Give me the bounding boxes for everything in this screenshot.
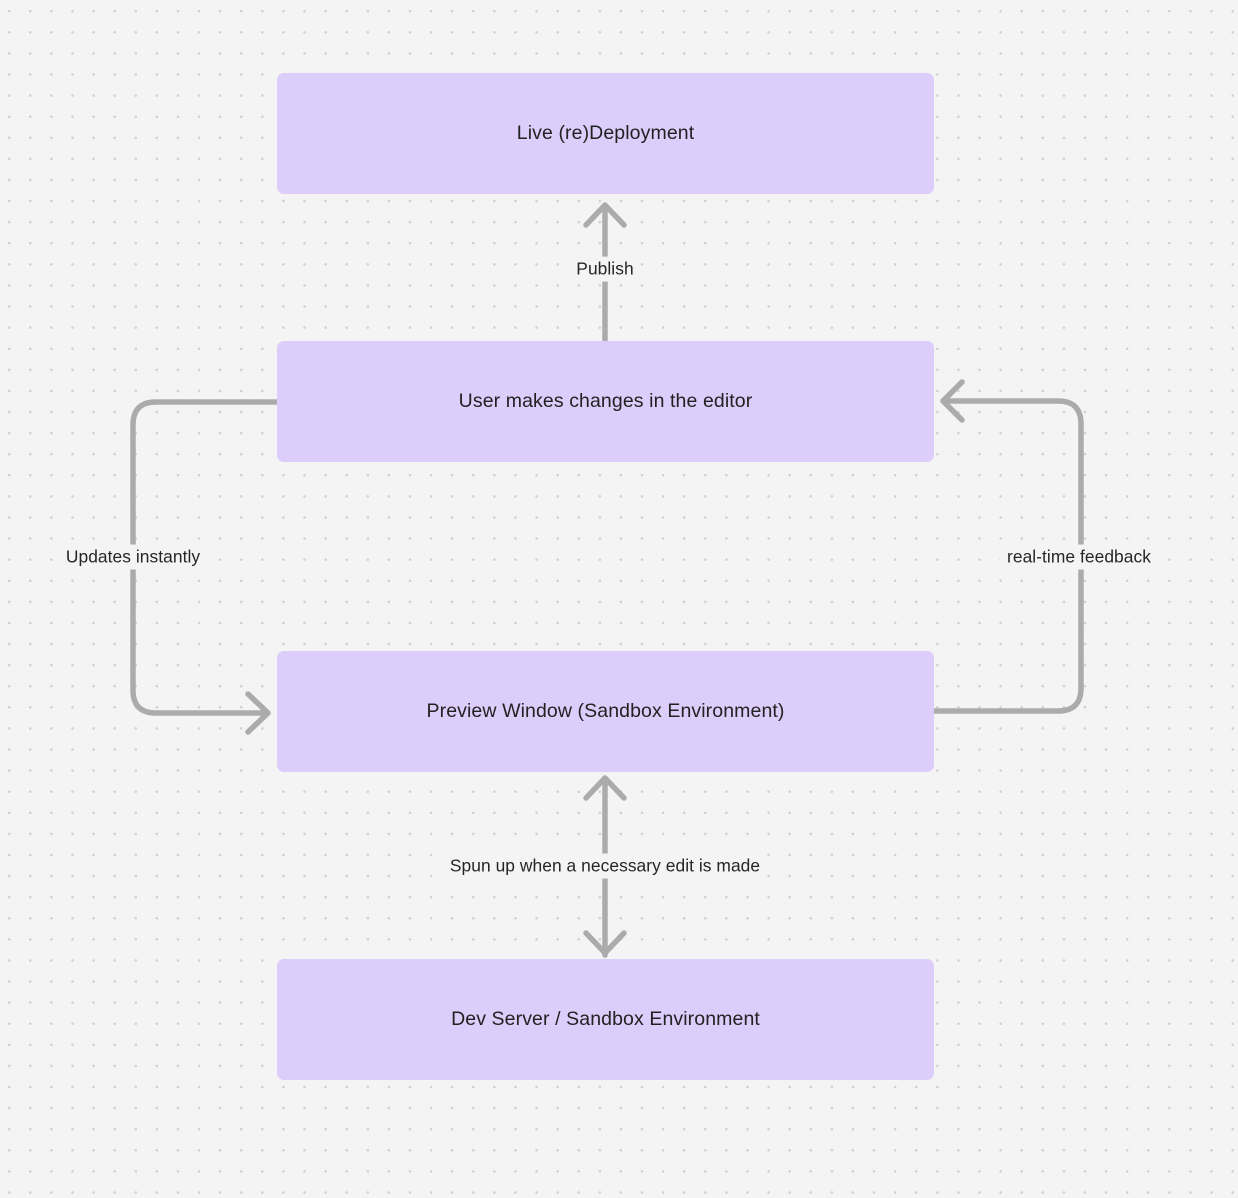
node-user-edits[interactable]: User makes changes in the editor — [277, 341, 934, 462]
node-dev-server-label: Dev Server / Sandbox Environment — [451, 1008, 760, 1031]
edge-label-spun-up: Spun up when a necessary edit is made — [442, 853, 768, 879]
node-live-deployment-label: Live (re)Deployment — [516, 122, 695, 145]
arrowhead-right-icon — [245, 691, 271, 735]
arrowhead-up-icon — [583, 202, 627, 228]
edge-label-publish: Publish — [569, 256, 641, 282]
arrowhead-left-icon — [940, 379, 965, 423]
arrowhead-down-icon — [583, 930, 627, 956]
node-preview-window[interactable]: Preview Window (Sandbox Environment) — [277, 651, 934, 772]
node-live-deployment[interactable]: Live (re)Deployment — [277, 73, 934, 194]
node-user-edits-label: User makes changes in the editor — [458, 390, 753, 413]
edge-label-updates-instantly: Updates instantly — [58, 544, 208, 570]
arrowhead-up-icon — [583, 775, 627, 801]
node-dev-server[interactable]: Dev Server / Sandbox Environment — [277, 959, 934, 1080]
edge-label-real-time-feedback: real-time feedback — [1000, 544, 1158, 570]
node-preview-window-label: Preview Window (Sandbox Environment) — [426, 700, 785, 723]
